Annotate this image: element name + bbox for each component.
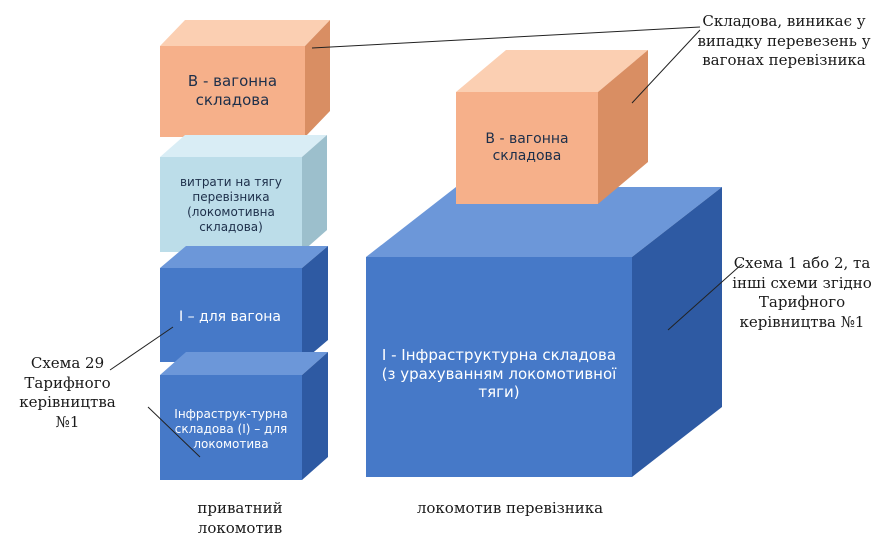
right-wagon-cube bbox=[456, 50, 648, 204]
right-infra-label: І - Інфраструктурна складова (з урахуван… bbox=[381, 345, 617, 402]
left-traction-cube-front bbox=[160, 157, 302, 252]
note-scheme-1-2: Схема 1 або 2, та інші схеми згідно Тари… bbox=[732, 254, 872, 331]
left-wagon-cube-front bbox=[160, 46, 305, 137]
left-infra-loco-cube-side bbox=[302, 352, 328, 480]
left-wagon-cube-side bbox=[305, 20, 330, 137]
left-infra-wagon-cube-front bbox=[160, 268, 302, 362]
right-infra-cube bbox=[366, 187, 722, 477]
left-infra-loco-cube-front bbox=[160, 375, 302, 480]
left-wagon-cube-top bbox=[160, 20, 330, 46]
left-traction-label: витрати на тягу перевізника (локомотивна… bbox=[179, 175, 283, 234]
left-traction-cube bbox=[160, 135, 327, 252]
connector-top-right bbox=[631, 29, 701, 104]
left-infra-wagon-cube bbox=[160, 246, 328, 362]
left-traction-cube-top bbox=[160, 135, 327, 157]
left-infra-loco-cube-top bbox=[160, 352, 328, 375]
left-infra-wagon-label: І – для вагона bbox=[178, 309, 281, 326]
right-wagon-cube-front bbox=[456, 92, 598, 204]
connector-top-left bbox=[311, 26, 701, 49]
right-wagon-cube-top bbox=[456, 50, 648, 92]
right-infra-cube-top bbox=[366, 187, 722, 257]
left-infra-loco-label: Інфраструк-турна складова (І) – для локо… bbox=[174, 406, 288, 451]
right-infra-cube-front bbox=[366, 257, 632, 477]
left-infra-wagon-cube-side bbox=[302, 246, 328, 362]
right-infra-cube-side bbox=[632, 187, 722, 477]
note-scheme-29: Схема 29 Тарифного керівництва №1 bbox=[19, 354, 116, 431]
right-wagon-label: В - вагонна складова bbox=[485, 130, 569, 165]
note-wagon-component: Складова, виникає у випадку перевезень у… bbox=[697, 12, 871, 69]
connector-left-lower bbox=[147, 406, 201, 458]
left-infra-wagon-cube-top bbox=[160, 246, 328, 268]
left-traction-cube-side bbox=[302, 135, 327, 252]
connector-middle-right bbox=[667, 263, 743, 331]
left-wagon-cube bbox=[160, 20, 330, 137]
connector-left-upper bbox=[109, 326, 174, 371]
left-infra-loco-cube bbox=[160, 352, 328, 480]
caption-carrier-locomotive: локомотив перевізника bbox=[416, 499, 604, 517]
left-wagon-label: В - вагонна складова bbox=[187, 72, 278, 109]
right-wagon-cube-side bbox=[598, 50, 648, 204]
caption-private-locomotive: приватний локомотив bbox=[197, 499, 283, 538]
